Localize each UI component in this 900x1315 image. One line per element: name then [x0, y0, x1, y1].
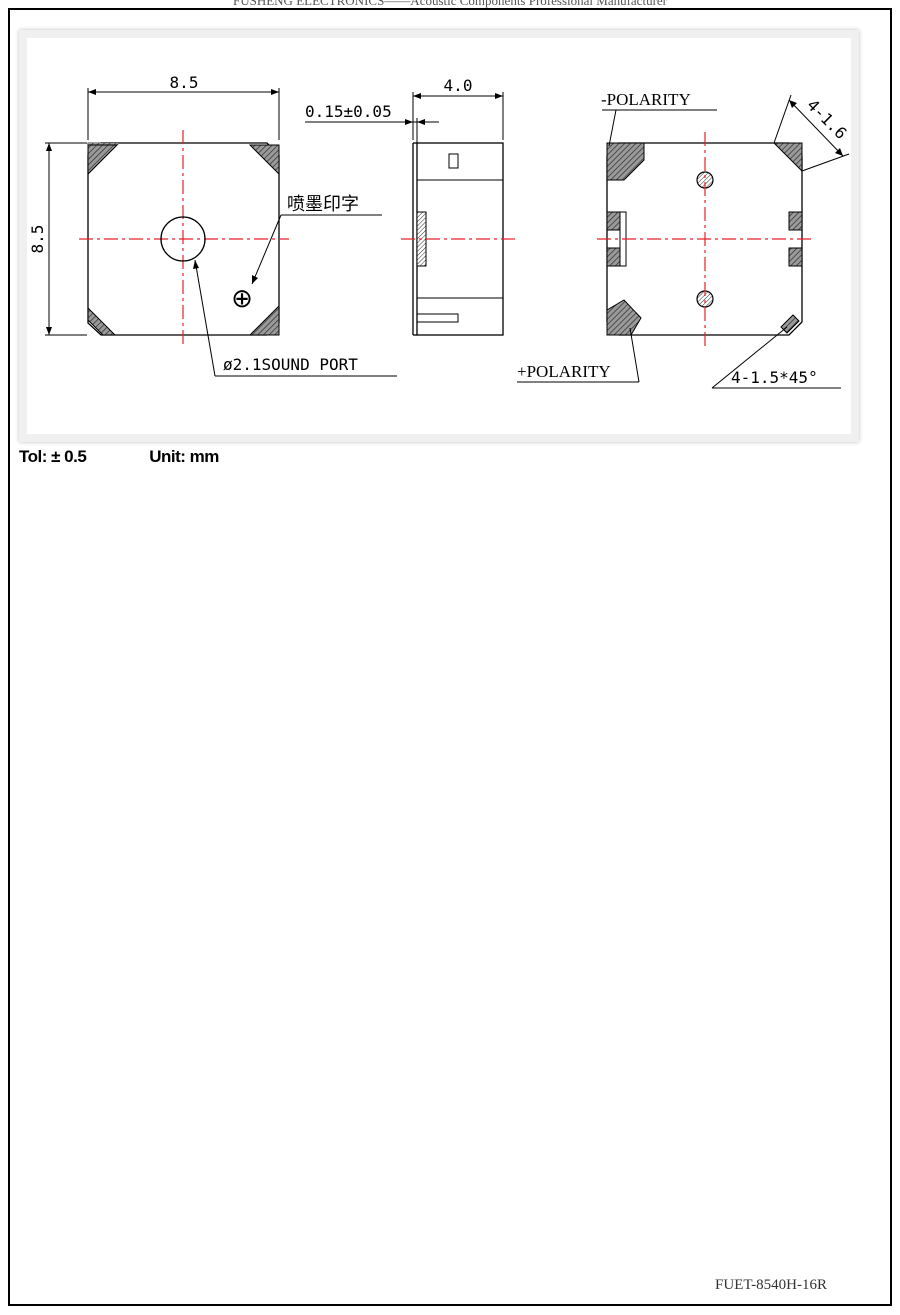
- tolerance-label: Tol: ± 0.5: [19, 447, 87, 466]
- page-header: FUSHENG ELECTRONICS——Acoustic Components…: [232, 0, 667, 8]
- top-view: 8.5 8.5 ⊕: [28, 73, 397, 377]
- mechanical-drawing: 8.5 8.5 ⊕: [27, 38, 851, 434]
- unit-label: Unit: mm: [149, 447, 219, 466]
- ink-mark-label: 喷墨印字: [287, 194, 359, 215]
- drawing-panel: 8.5 8.5 ⊕: [19, 30, 859, 442]
- neg-polarity-label: -POLARITY: [601, 90, 691, 109]
- pos-polarity-label: +POLARITY: [517, 362, 611, 381]
- top-height-dimension: 8.5: [28, 225, 47, 254]
- sound-port-label: ø2.1SOUND PORT: [223, 355, 358, 374]
- chamfer-label: 4-1.5*45°: [731, 368, 818, 387]
- spec-row: Tol: ± 0.5 Unit: mm: [19, 447, 219, 467]
- part-number: FUET-8540H-16R: [715, 1277, 827, 1293]
- bottom-view: -POLARITY +POLARITY 4-1.6 4-1.5*45°: [517, 90, 851, 389]
- sound-port-circle: [160, 216, 206, 262]
- page-frame: [8, 8, 892, 1306]
- side-view: 4.0 0.15±0.05: [305, 76, 517, 336]
- plus-symbol-icon: ⊕: [231, 284, 253, 314]
- gap-dimension: 0.15±0.05: [305, 102, 392, 121]
- side-thickness-dimension: 4.0: [444, 76, 473, 95]
- top-width-dimension: 8.5: [170, 73, 199, 92]
